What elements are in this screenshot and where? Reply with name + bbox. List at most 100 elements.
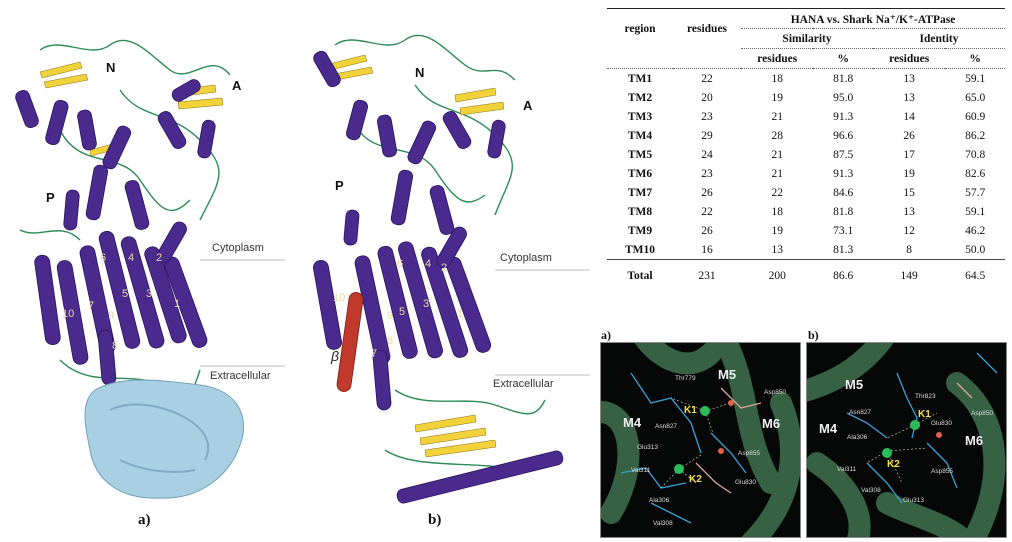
tm-number: 10 — [62, 308, 75, 320]
row-id-res: 13 — [903, 91, 915, 104]
similarity-table: region residues HANA vs. Shark Na⁺/K⁺-AT… — [607, 8, 1005, 285]
helix-m5-label: M5 — [845, 377, 864, 392]
tm-number: 3 — [423, 298, 430, 310]
domain-a-label: A — [523, 98, 533, 113]
row-id-pct: 59.1 — [965, 205, 986, 218]
row-region: TM1 — [627, 72, 653, 85]
structure-panel-b: N A P Cytoplasm Extracellular β 6 4 2 10… — [295, 30, 595, 510]
tm-number: 10 — [333, 292, 346, 304]
residue-label: Glu313 — [903, 497, 924, 504]
site-a-caption: a) — [601, 328, 611, 342]
extracellular-label: Extracellular — [493, 378, 554, 390]
residue-label: Asp855 — [931, 468, 954, 475]
residue-label: Asp850 — [971, 410, 994, 417]
ion-k2-label: K2 — [887, 459, 900, 470]
binding-site-b-drawing — [807, 343, 1006, 537]
row-sim-pct: 73.1 — [833, 224, 854, 237]
row-sim-res: 18 — [771, 205, 783, 218]
residue-label: Ala306 — [649, 497, 670, 504]
residue-label: Asp855 — [738, 450, 761, 457]
beta-label: β — [331, 348, 339, 364]
binding-site-a-drawing — [601, 343, 800, 537]
sub-residues-header: residues — [889, 52, 930, 65]
helix-m5-label: M5 — [718, 367, 737, 382]
tm-number: 8 — [112, 340, 119, 352]
row-sim-res: 13 — [771, 243, 783, 256]
row-residues: 22 — [701, 205, 713, 218]
row-residues: 24 — [701, 148, 713, 161]
row-id-res: 8 — [906, 243, 913, 256]
panel-b-caption: b) — [428, 512, 442, 528]
row-region: TM5 — [627, 148, 653, 161]
residue-label: Val311 — [837, 466, 857, 473]
row-sim-res: 21 — [771, 148, 783, 161]
row-sim-pct: 81.8 — [833, 72, 854, 85]
row-id-pct: 86.2 — [965, 129, 986, 142]
site-b-caption: b) — [808, 328, 819, 342]
tm-number: 7 — [88, 300, 95, 312]
residue-label: Asn827 — [849, 409, 872, 416]
row-region: TM2 — [627, 91, 653, 104]
row-sim-res: 18 — [771, 72, 783, 85]
row-sim-res: 21 — [771, 110, 783, 123]
row-id-res: 26 — [903, 129, 915, 142]
row-id-pct: 65.0 — [965, 91, 986, 104]
total-id-res: 149 — [900, 269, 918, 282]
row-residues: 23 — [701, 167, 713, 180]
row-sim-pct: 96.6 — [833, 129, 854, 142]
binding-site-panel-a: M5 M4 M6 K1 K2 Thr779 Asp850 Asn827 Glu3… — [600, 342, 801, 538]
sub-percent-header: % — [969, 52, 981, 65]
residue-label: Glu830 — [735, 479, 756, 486]
row-region: TM6 — [627, 167, 653, 180]
sub-residues-header: residues — [757, 52, 798, 65]
tm-number: 2 — [441, 262, 448, 274]
domain-n-label: N — [415, 65, 425, 80]
row-id-res: 13 — [903, 72, 915, 85]
row-sim-res: 22 — [771, 186, 783, 199]
tm-number: 9 — [108, 310, 115, 322]
row-residues: 26 — [701, 186, 713, 199]
cytoplasm-label: Cytoplasm — [500, 252, 552, 264]
tm-number: 4 — [425, 258, 432, 270]
row-residues: 16 — [701, 243, 713, 256]
tm-number: 6 — [100, 252, 107, 264]
row-sim-res: 28 — [771, 129, 783, 142]
domain-p-label: P — [335, 178, 344, 193]
residue-label: Ala306 — [847, 434, 868, 441]
structure-b-drawing — [313, 34, 590, 504]
ion-k1-label: K1 — [684, 405, 697, 416]
residue-label: Glu313 — [637, 444, 658, 451]
row-region: TM4 — [627, 129, 653, 142]
row-id-pct: 57.7 — [965, 186, 986, 199]
tm-number: 6 — [397, 258, 404, 270]
structure-panel-a: N A P Cytoplasm Extracellular 6 4 2 5 3 … — [0, 30, 290, 510]
row-id-res: 15 — [903, 186, 915, 199]
row-id-res: 17 — [903, 148, 915, 161]
row-residues: 23 — [701, 110, 713, 123]
row-sim-pct: 84.6 — [833, 186, 854, 199]
tm-number: 1 — [457, 308, 464, 320]
row-id-res: 12 — [903, 224, 915, 237]
binding-site-panel-b: M5 M4 M6 K1 K2 Thr823 Asp850 Asn827 Glu8… — [806, 342, 1007, 538]
total-sim-res: 200 — [768, 269, 786, 282]
tm-number: 2 — [156, 252, 163, 264]
residue-label: Val311 — [631, 467, 651, 474]
domain-n-label: N — [106, 60, 116, 75]
residue-label: Val308 — [653, 520, 673, 527]
row-id-res: 13 — [903, 205, 915, 218]
helix-m6-label: M6 — [965, 433, 984, 448]
extracellular-label: Extracellular — [210, 370, 271, 382]
row-sim-pct: 95.0 — [833, 91, 854, 104]
row-sim-pct: 91.3 — [833, 167, 854, 180]
tm-number: 9 — [387, 310, 394, 322]
group-similarity-header: Similarity — [741, 28, 873, 49]
row-sim-pct: 81.3 — [833, 243, 854, 256]
